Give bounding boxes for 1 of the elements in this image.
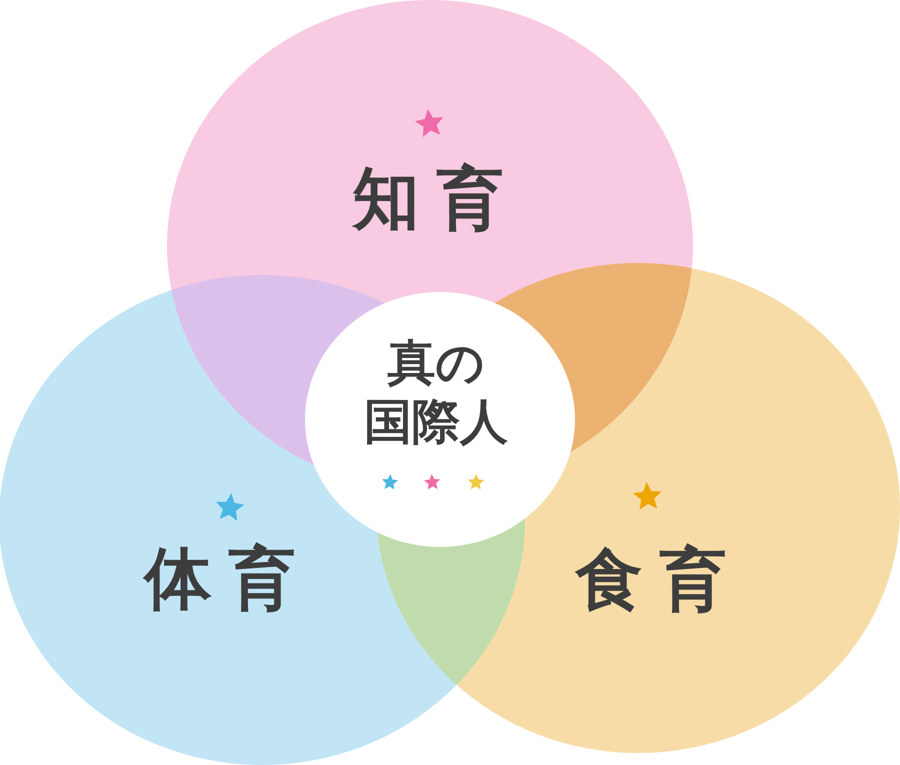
center-label: 真の国際人 [363,334,509,452]
